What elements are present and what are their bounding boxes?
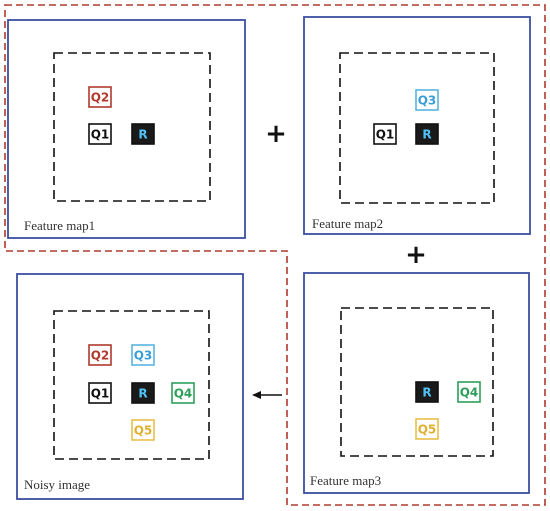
feature-map1-label: Feature map1 [24, 218, 95, 233]
node-label-r: R [138, 387, 147, 401]
node-label-q4: Q4 [174, 387, 193, 401]
node-box-q4 [457, 381, 481, 403]
node-label-q1: Q1 [376, 128, 395, 142]
feature-map1-node-q2: Q2 [88, 86, 112, 108]
node-box-q1 [88, 123, 112, 145]
node-box-q2 [88, 344, 112, 366]
feature-map2-node-r: R [415, 123, 439, 145]
node-label-q3: Q3 [134, 349, 153, 363]
feature-map1-region [53, 52, 211, 202]
node-label-q2: Q2 [91, 349, 110, 363]
plus-operator-1: + [265, 119, 287, 149]
node-box-r [415, 381, 439, 403]
node-label-q2: Q2 [91, 91, 110, 105]
merge-arrow [252, 391, 282, 399]
plus-operator-2: + [405, 240, 427, 270]
node-box-r [131, 123, 155, 145]
node-box-q5 [131, 419, 155, 441]
node-label-q1: Q1 [91, 387, 110, 401]
noisy-image-node-q2: Q2 [88, 344, 112, 366]
noisy-image-region [53, 310, 210, 460]
node-box-q3 [131, 344, 155, 366]
node-label-r: R [422, 386, 431, 400]
node-box-q3 [415, 89, 439, 111]
node-label-r: R [422, 128, 431, 142]
noisy-image-node-q1: Q1 [88, 382, 112, 404]
node-box-q5 [415, 418, 439, 440]
node-box-q2 [88, 86, 112, 108]
node-box-r [131, 382, 155, 404]
feature-map3-frame [303, 272, 530, 494]
feature-map2-frame [303, 16, 531, 235]
node-box-q1 [373, 123, 397, 145]
feature-map2-label: Feature map2 [312, 216, 383, 231]
feature-map3-node-q5: Q5 [415, 418, 439, 440]
feature-map3-node-q4: Q4 [457, 381, 481, 403]
feature-map2-region [339, 52, 495, 204]
node-box-q4 [171, 382, 195, 404]
feature-map3-region [340, 307, 494, 457]
noisy-image-node-q3: Q3 [131, 344, 155, 366]
node-label-q5: Q5 [418, 423, 437, 437]
feature-map2-node-q1: Q1 [373, 123, 397, 145]
node-box-q1 [88, 382, 112, 404]
node-label-q5: Q5 [134, 424, 153, 438]
node-label-q4: Q4 [460, 386, 479, 400]
node-label-q3: Q3 [418, 94, 437, 108]
node-label-r: R [138, 128, 147, 142]
noisy-image-frame [16, 273, 244, 500]
feature-maps-group-outline [4, 4, 546, 506]
feature-map3-node-r: R [415, 381, 439, 403]
noisy-image-node-q5: Q5 [131, 419, 155, 441]
feature-map1-node-q1: Q1 [88, 123, 112, 145]
noisy-image-node-q4: Q4 [171, 382, 195, 404]
feature-map1-frame [7, 19, 246, 239]
noisy-image-node-r: R [131, 382, 155, 404]
feature-map1-node-r: R [131, 123, 155, 145]
noisy-image-label: Noisy image [24, 477, 90, 492]
node-label-q1: Q1 [91, 128, 110, 142]
feature-map3-label: Feature map3 [310, 473, 381, 488]
feature-map2-node-q3: Q3 [415, 89, 439, 111]
node-box-r [415, 123, 439, 145]
